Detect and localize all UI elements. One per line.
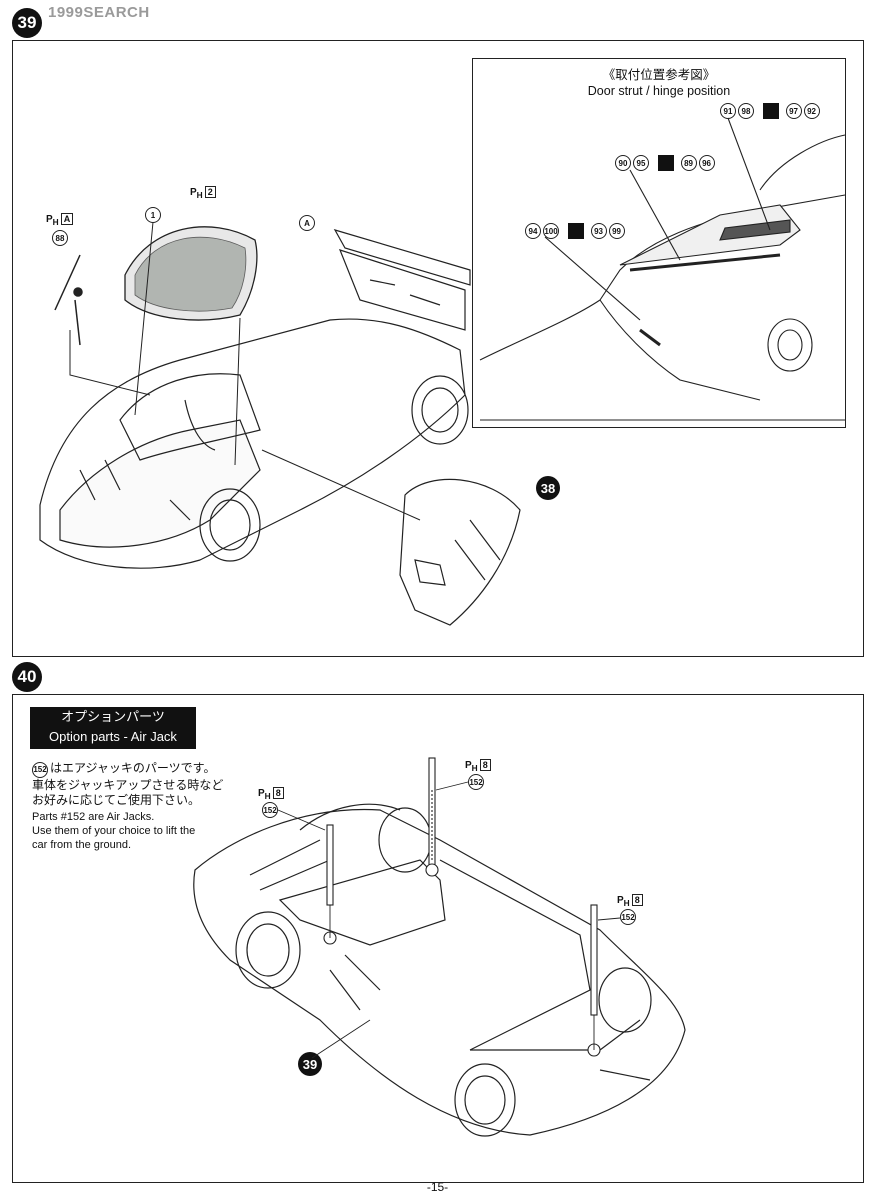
callout-a: A [299,215,317,231]
callout-152-right: 152 [620,909,638,925]
callout-152-left: 152 [262,802,280,818]
option-parts-header: オプションパーツ Option parts - Air Jack [30,707,196,749]
step-40-underbody-illustration [193,803,686,1137]
inset-door-detail [479,117,846,421]
air-jacks [323,757,601,1057]
assembly-lines-39 [69,221,421,521]
step-40-panel [12,694,864,1183]
step-39-badge: 39 [12,8,42,38]
ref-step-39-badge: 39 [298,1052,322,1076]
ref-step-38-badge: 38 [536,476,560,500]
wiper-illustration [54,254,83,346]
watermark-logo: 1999SEARCH [48,4,150,21]
note-en: Parts #152 are Air Jacks. Use them of yo… [32,811,196,851]
jack-pointer-lines [277,781,621,1059]
door-strut-inset: 《取付位置参考図》 Door strut / hinge position [472,58,846,428]
inset-title: 《取付位置参考図》 Door strut / hinge position [587,68,731,98]
step-39-car-illustration [39,229,471,569]
step-40-badge: 40 [12,662,42,692]
page-number: -15- [426,1180,449,1194]
callout-88: 88 [52,230,70,246]
callout-152-top: 152 [468,774,486,790]
windshield-illustration [124,226,258,321]
side-door-piece [399,478,521,626]
